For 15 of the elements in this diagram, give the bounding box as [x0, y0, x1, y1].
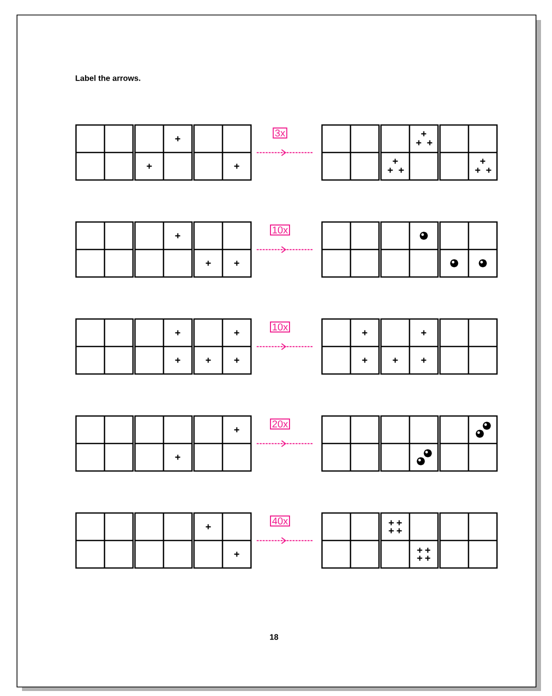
- edge-label: 10x: [270, 224, 290, 236]
- grid-group-drawing: [75, 415, 252, 472]
- edge-label: 3x: [272, 127, 288, 139]
- grid-group-drawing: [75, 124, 252, 181]
- edge-label: 20x: [270, 418, 290, 430]
- grid-group-drawing: [75, 512, 252, 569]
- edge-label: 10x: [270, 321, 290, 333]
- grid-group-drawing: [321, 124, 498, 181]
- grid-group-drawing: [75, 318, 252, 375]
- grid-group-drawing: [321, 512, 498, 569]
- edge-label: 40x: [270, 515, 290, 527]
- grid-group-drawing: [321, 318, 498, 375]
- grid-group-drawing: [321, 415, 498, 472]
- grid-group-drawing: [321, 221, 498, 278]
- grid-group-drawing: [75, 221, 252, 278]
